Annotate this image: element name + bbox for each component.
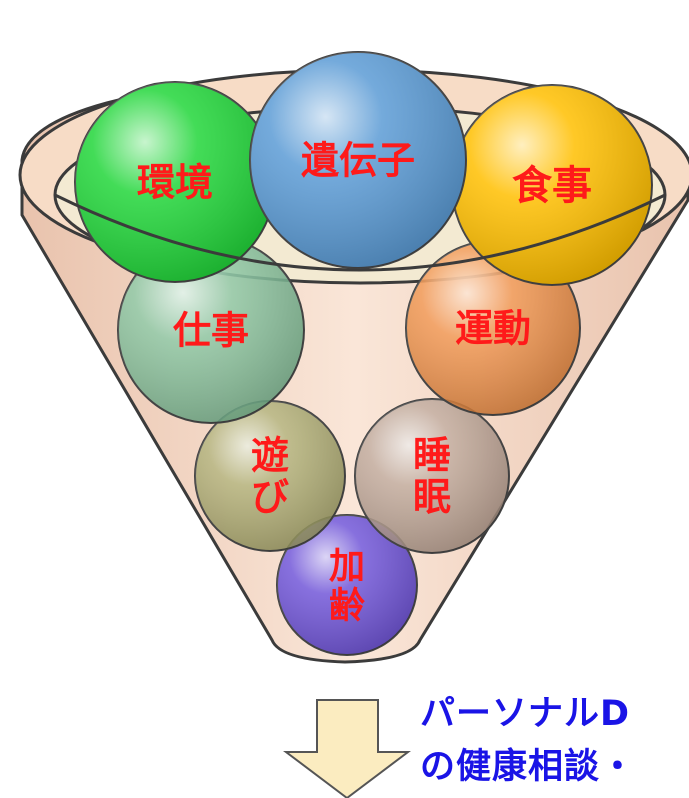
label-shigoto: 仕事 [173,308,249,352]
label-idenshi: 遺伝子 [301,138,415,182]
label-suimin: 睡眠 [413,433,451,519]
funnel-rim-front [54,193,666,272]
ball-suimin: 睡眠 [354,398,510,554]
ball-idenshi: 遺伝子 [249,51,467,269]
ball-shokuji: 食事 [451,84,653,286]
label-shokuji: 食事 [512,163,592,209]
label-karei: 加齢 [329,546,365,627]
ball-asobi: 遊び [194,400,346,552]
label-kankyo: 環境 [137,160,213,204]
ball-kankyo: 環境 [74,81,276,283]
ball-karei: 加齢 [276,514,418,656]
label-undou: 運動 [455,306,531,350]
down-arrow-icon [283,699,411,798]
label-asobi: 遊び [251,433,289,519]
ball-shigoto: 仕事 [117,236,305,424]
caption-line-2: の健康相談・ [420,747,637,787]
caption-line-1: パーソナルD [420,694,631,734]
